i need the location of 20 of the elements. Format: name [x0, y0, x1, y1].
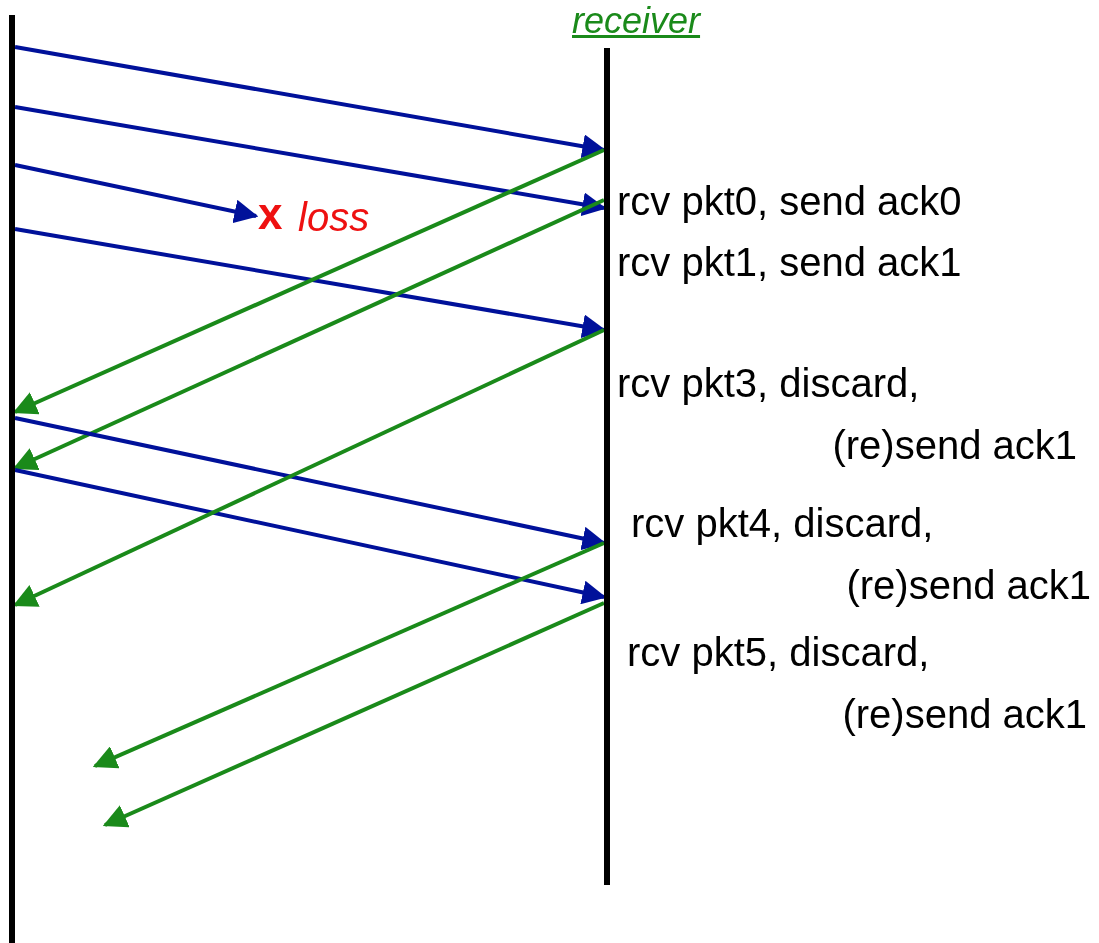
arrow	[14, 163, 259, 224]
arrow	[92, 541, 605, 769]
receiver-heading: receiver	[572, 0, 701, 42]
lifeline	[9, 15, 15, 943]
arrow	[12, 148, 605, 415]
receiver-note: rcv pkt0, send ack0	[617, 178, 962, 225]
loss-note: loss	[298, 194, 370, 240]
receiver-note: rcv pkt5, discard, (re)send ack1	[627, 629, 1087, 738]
arrow	[14, 105, 607, 217]
arrow	[12, 328, 605, 607]
arrow	[12, 198, 605, 470]
receiver-note: rcv pkt3, discard, (re)send ack1	[617, 360, 1077, 469]
arrow	[14, 227, 607, 339]
lifeline	[604, 48, 610, 885]
loss-mark: x	[258, 192, 283, 236]
arrow	[102, 601, 605, 828]
receiver-note: rcv pkt1, send ack1	[617, 239, 962, 286]
arrow	[14, 468, 607, 605]
arrow	[14, 416, 607, 551]
arrow	[14, 45, 607, 159]
